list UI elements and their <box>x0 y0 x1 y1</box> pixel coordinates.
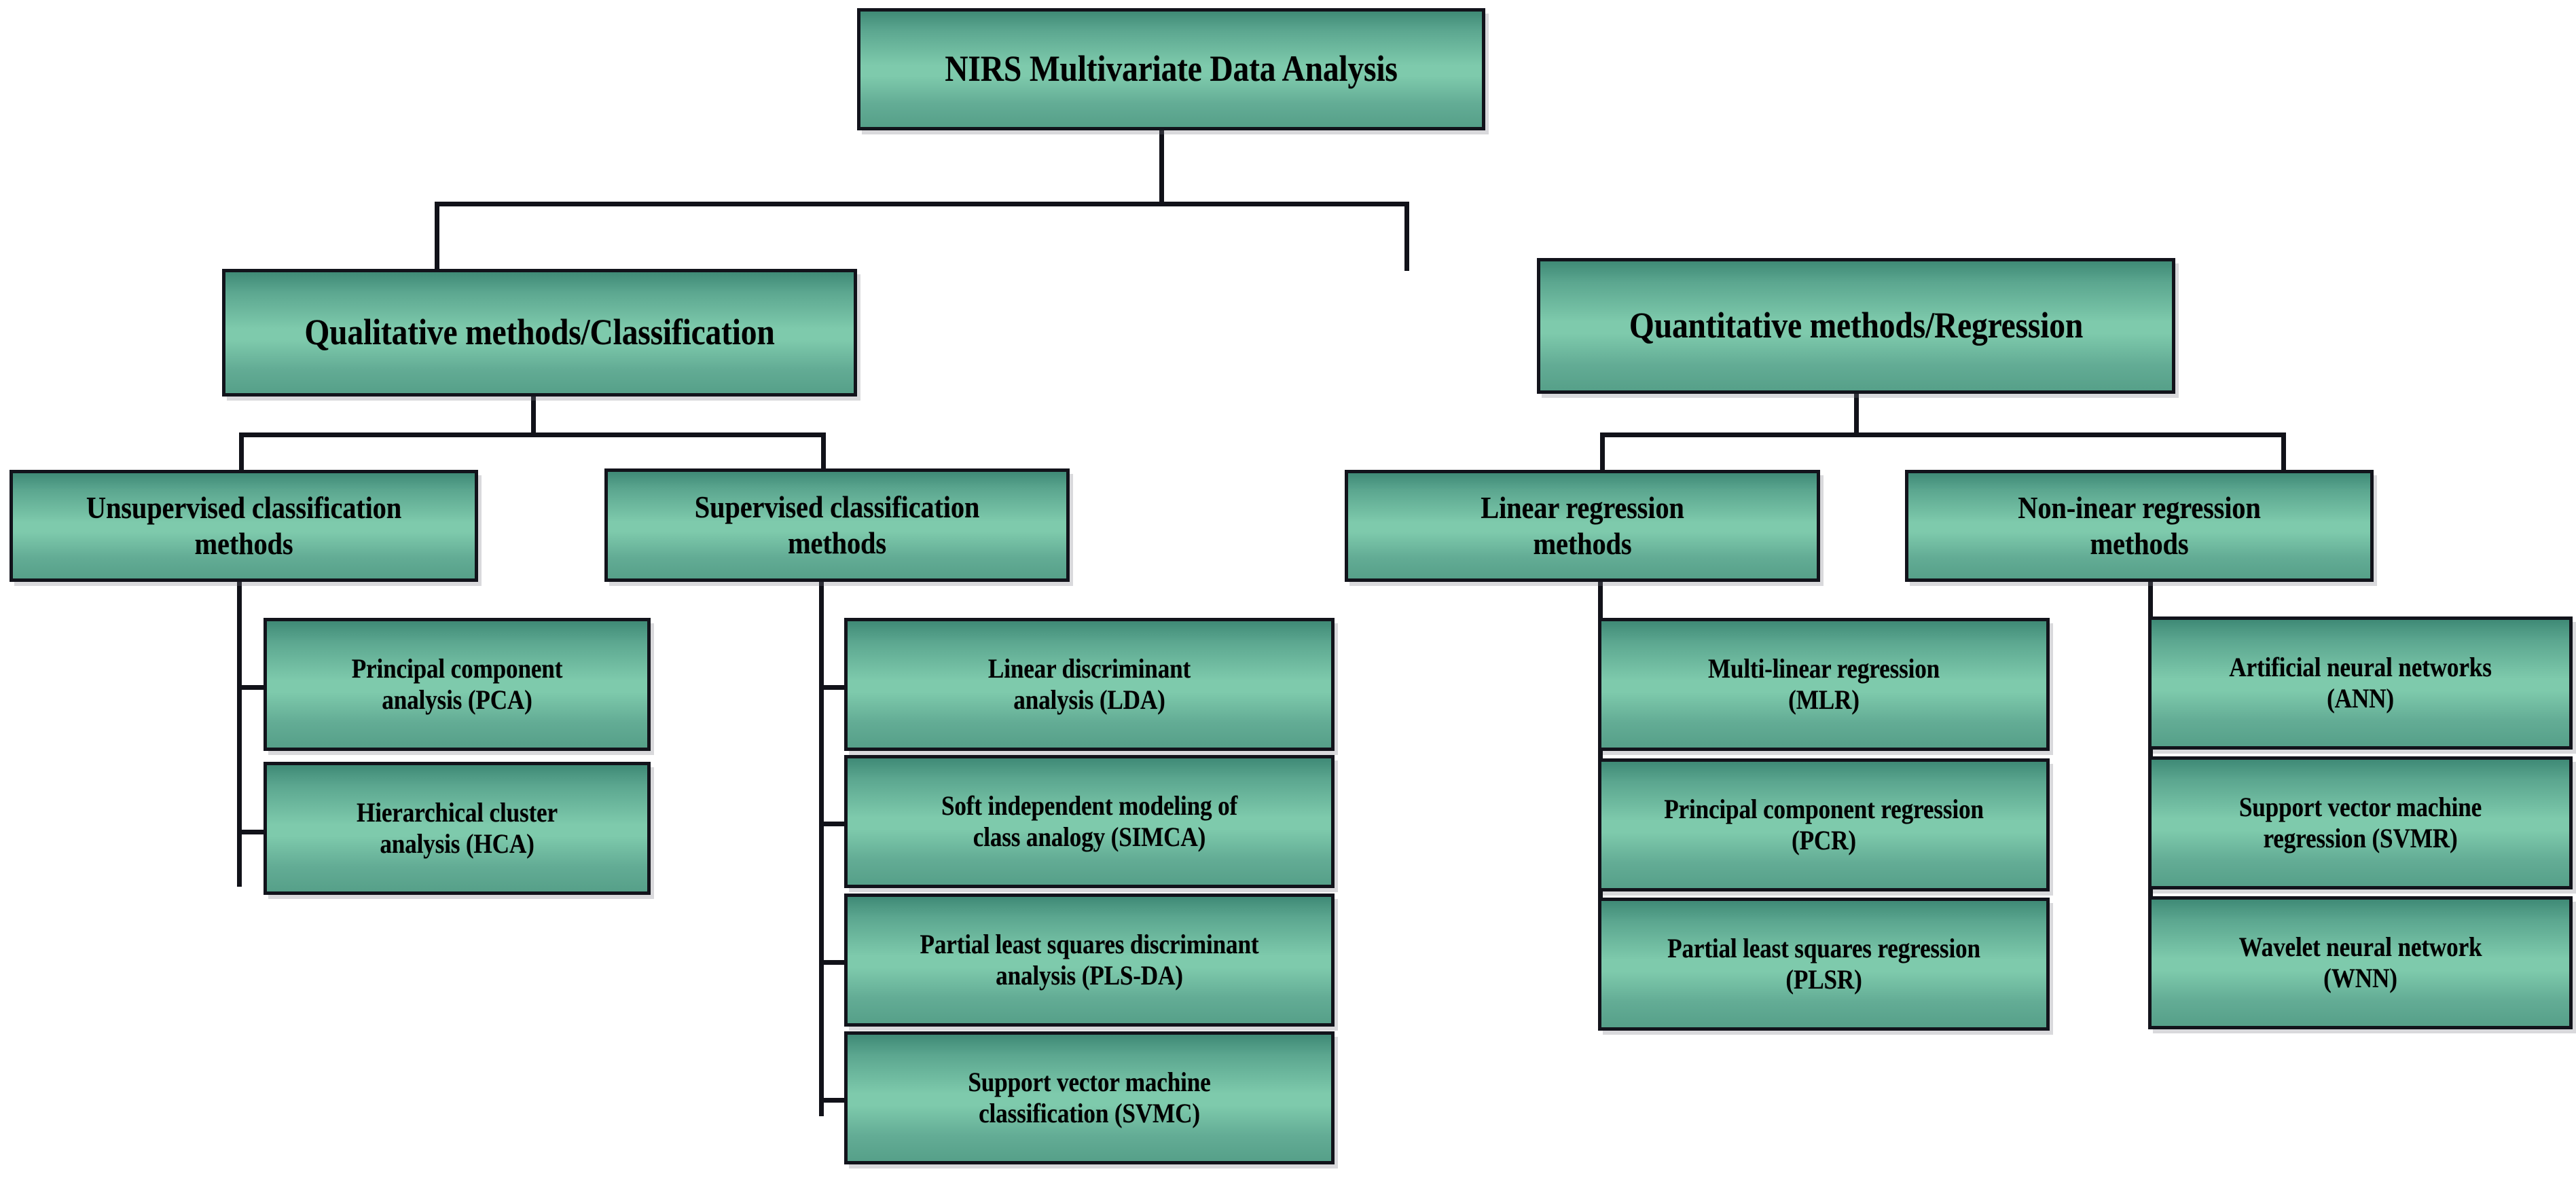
node-leaf-simca-label: Soft independent modeling of class analo… <box>941 790 1238 852</box>
node-nonlinear-regression-methods[interactable]: Non-inear regression methods <box>1905 470 2374 582</box>
node-nonlinear-regression-methods-label: Non-inear regression methods <box>2018 490 2261 561</box>
connector-stub-pca <box>237 685 274 690</box>
node-leaf-mlr-label: Multi-linear regression (MLR) <box>1707 653 1940 715</box>
node-leaf-ann[interactable]: Artificial neural networks (ANN) <box>2148 616 2573 750</box>
connector-unsupervised-spine <box>237 577 242 887</box>
connector-left-bus-to-supervised <box>821 432 826 473</box>
node-leaf-pcr[interactable]: Principal component regression (PCR) <box>1598 758 2050 891</box>
connector-root-stem <box>1159 58 1164 206</box>
node-supervised-classification-methods[interactable]: Supervised classification methods <box>604 468 1070 582</box>
connector-right-bus-to-linear <box>1600 432 1605 473</box>
connector-left-branch-stem <box>531 394 536 436</box>
node-leaf-pcr-label: Principal component regression (PCR) <box>1664 794 1984 855</box>
connector-right-branch-bus <box>1600 432 2286 437</box>
node-linear-regression-methods[interactable]: Linear regression methods <box>1345 470 1820 582</box>
node-leaf-svmr-label: Support vector machine regression (SVMR) <box>2238 792 2482 853</box>
node-supervised-classification-methods-label: Supervised classification methods <box>694 490 980 560</box>
node-leaf-ann-label: Artificial neural networks (ANN) <box>2229 652 2492 714</box>
node-leaf-wnn-label: Wavelet neural network (WNN) <box>2238 932 2482 993</box>
connector-right-bus-to-nonlinear <box>2281 432 2286 473</box>
node-leaf-pca[interactable]: Principal component analysis (PCA) <box>264 618 651 751</box>
node-leaf-pca-label: Principal component analysis (PCA) <box>351 653 563 715</box>
node-qualitative-methods[interactable]: Qualitative methods/Classification <box>222 269 857 397</box>
node-leaf-hca-label: Hierarchical cluster analysis (HCA) <box>357 797 558 859</box>
connector-left-bus-to-unsupervised <box>239 432 244 473</box>
connector-left-branch-bus <box>239 432 826 437</box>
node-quantitative-methods[interactable]: Quantitative methods/Regression <box>1537 258 2175 394</box>
node-leaf-plsda-label: Partial least squares discriminant analy… <box>920 929 1259 991</box>
node-leaf-svmc[interactable]: Support vector machine classification (S… <box>844 1031 1335 1164</box>
connector-right-branch-stem <box>1854 394 1859 436</box>
node-linear-regression-methods-label: Linear regression methods <box>1481 490 1684 561</box>
node-root[interactable]: NIRS Multivariate Data Analysis <box>857 8 1485 130</box>
node-leaf-mlr[interactable]: Multi-linear regression (MLR) <box>1598 618 2050 751</box>
connector-stub-lda <box>819 685 850 690</box>
connector-stub-plsda <box>819 960 850 965</box>
node-root-label: NIRS Multivariate Data Analysis <box>945 48 1398 90</box>
node-leaf-plsr[interactable]: Partial least squares regression (PLSR) <box>1598 898 2050 1031</box>
node-unsupervised-classification-methods-label: Unsupervised classification methods <box>86 490 402 561</box>
node-leaf-lda-label: Linear discriminant analysis (LDA) <box>987 653 1191 715</box>
connector-supervised-spine <box>819 577 824 1116</box>
node-leaf-wnn[interactable]: Wavelet neural network (WNN) <box>2148 896 2573 1029</box>
node-quantitative-methods-label: Quantitative methods/Regression <box>1629 305 2084 346</box>
node-leaf-hca[interactable]: Hierarchical cluster analysis (HCA) <box>264 762 651 895</box>
connector-stub-hca <box>237 830 274 834</box>
node-leaf-simca[interactable]: Soft independent modeling of class analo… <box>844 755 1335 888</box>
node-qualitative-methods-label: Qualitative methods/Classification <box>304 312 775 353</box>
node-leaf-svmc-label: Support vector machine classification (S… <box>968 1067 1211 1128</box>
connector-root-to-left-branch <box>435 202 439 271</box>
node-leaf-lda[interactable]: Linear discriminant analysis (LDA) <box>844 618 1335 751</box>
node-unsupervised-classification-methods[interactable]: Unsupervised classification methods <box>10 470 478 582</box>
node-leaf-plsda[interactable]: Partial least squares discriminant analy… <box>844 894 1335 1027</box>
connector-stub-simca <box>819 822 850 826</box>
connector-root-bus <box>435 202 1409 206</box>
connector-root-to-right-branch <box>1404 202 1409 271</box>
connector-stub-svmc <box>819 1098 850 1103</box>
node-leaf-plsr-label: Partial least squares regression (PLSR) <box>1667 933 1980 995</box>
node-leaf-svmr[interactable]: Support vector machine regression (SVMR) <box>2148 756 2573 889</box>
